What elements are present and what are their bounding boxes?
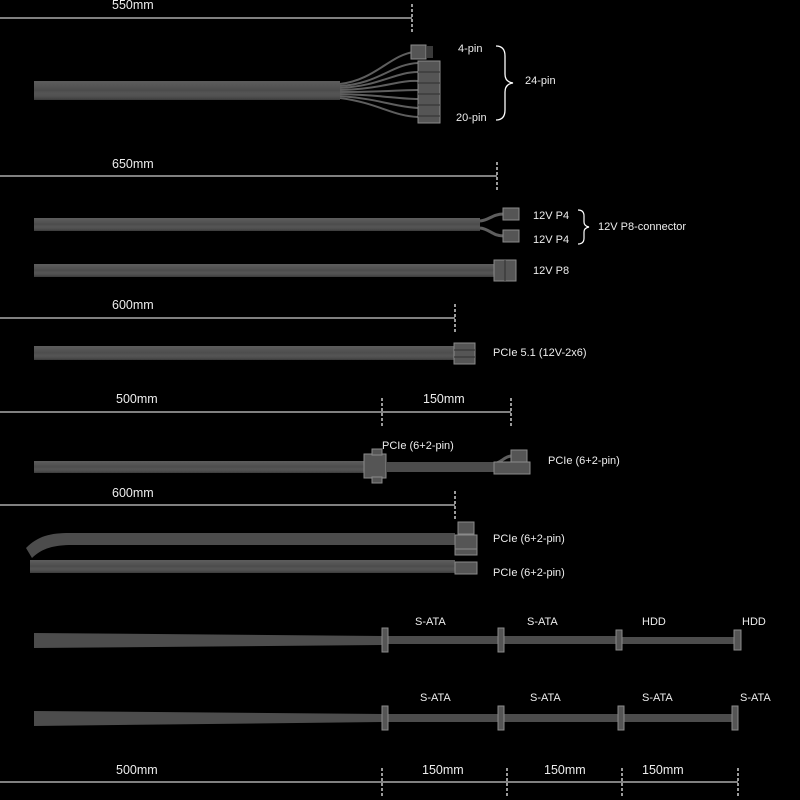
label-p4-a: 12V P4 <box>533 210 569 222</box>
connector-pcie-mid <box>363 453 387 479</box>
connector-20pin <box>417 60 441 124</box>
connector-molex <box>615 629 623 651</box>
connector-4pin <box>410 44 427 60</box>
dimension-label: 550mm <box>112 0 154 12</box>
brace <box>495 45 514 121</box>
connector-pcie-top <box>454 534 478 550</box>
label-pcie51: PCIe 5.1 (12V-2x6) <box>493 347 587 359</box>
cable-sata: S-ATA S-ATA S-ATA S-ATA <box>30 692 771 731</box>
dimension-label: 600mm <box>112 486 154 500</box>
label-sata: S-ATA <box>740 692 771 704</box>
cable-sheath <box>34 633 382 648</box>
connector-sata <box>731 705 739 731</box>
connector-pcie-end <box>493 461 531 475</box>
cable-cpu-power: 650mm 12V P4 12V P4 12V P8-connector 12V… <box>0 157 686 282</box>
cable-sata-hdd: S-ATA S-ATA HDD HDD <box>30 616 766 653</box>
label-4pin: 4-pin <box>458 43 482 55</box>
label-sata: S-ATA <box>527 616 558 628</box>
connector-sata <box>381 705 389 731</box>
connector-p4-a <box>502 207 520 221</box>
label-pcie-bottom: PCIe (6+2-pin) <box>493 567 565 579</box>
label-p8: 12V P8 <box>533 265 569 277</box>
cable-sheath <box>34 711 382 726</box>
label-pcie-mid: PCIe (6+2-pin) <box>382 440 454 452</box>
cable-sheath <box>386 462 494 472</box>
cable-pcie51: 600mm PCIe 5.1 (12V-2x6) <box>0 298 587 365</box>
connector-12v-2x6 <box>453 342 476 365</box>
dimension-label: 150mm <box>423 392 465 406</box>
connector-p4-b <box>502 229 520 243</box>
label-hdd: HDD <box>642 616 666 628</box>
brace <box>577 209 590 245</box>
connector-pcie-bottom <box>454 561 478 575</box>
dimension-label: 150mm <box>422 763 464 777</box>
connector-sata <box>497 705 505 731</box>
dimension-label: 650mm <box>112 157 154 171</box>
label-sata: S-ATA <box>642 692 673 704</box>
dimension-label: 500mm <box>116 392 158 406</box>
dimension-label: 150mm <box>642 763 684 777</box>
dimension-label: 150mm <box>544 763 586 777</box>
connector-sata <box>497 627 505 653</box>
dimension-label: 600mm <box>112 298 154 312</box>
dimension-bottom: 500mm 150mm 150mm 150mm <box>0 763 739 796</box>
label-pcie-end: PCIe (6+2-pin) <box>548 455 620 467</box>
cable-atx-24pin: 550mm 4-pin 20-pin 24-pin <box>0 0 556 124</box>
label-sata: S-ATA <box>420 692 451 704</box>
label-pcie-top: PCIe (6+2-pin) <box>493 533 565 545</box>
connector-molex <box>733 629 742 651</box>
label-hdd: HDD <box>742 616 766 628</box>
label-sata: S-ATA <box>530 692 561 704</box>
connector-sata <box>617 705 625 731</box>
label-p4-b: 12V P4 <box>533 234 569 246</box>
wire-fan <box>339 51 419 118</box>
label-24pin: 24-pin <box>525 75 556 87</box>
cable-pcie-daisy: 500mm 150mm PCIe (6+2-pin) PCIe (6+2-pin… <box>0 392 620 484</box>
cable-sheath <box>26 533 455 558</box>
cable-pcie-split: 600mm PCIe (6+2-pin) PCIe (6+2-pin) <box>0 486 565 579</box>
label-20pin: 20-pin <box>456 112 487 124</box>
label-sata: S-ATA <box>415 616 446 628</box>
dimension-label: 500mm <box>116 763 158 777</box>
connector-sata <box>381 627 389 653</box>
label-p8-group: 12V P8-connector <box>598 221 686 233</box>
